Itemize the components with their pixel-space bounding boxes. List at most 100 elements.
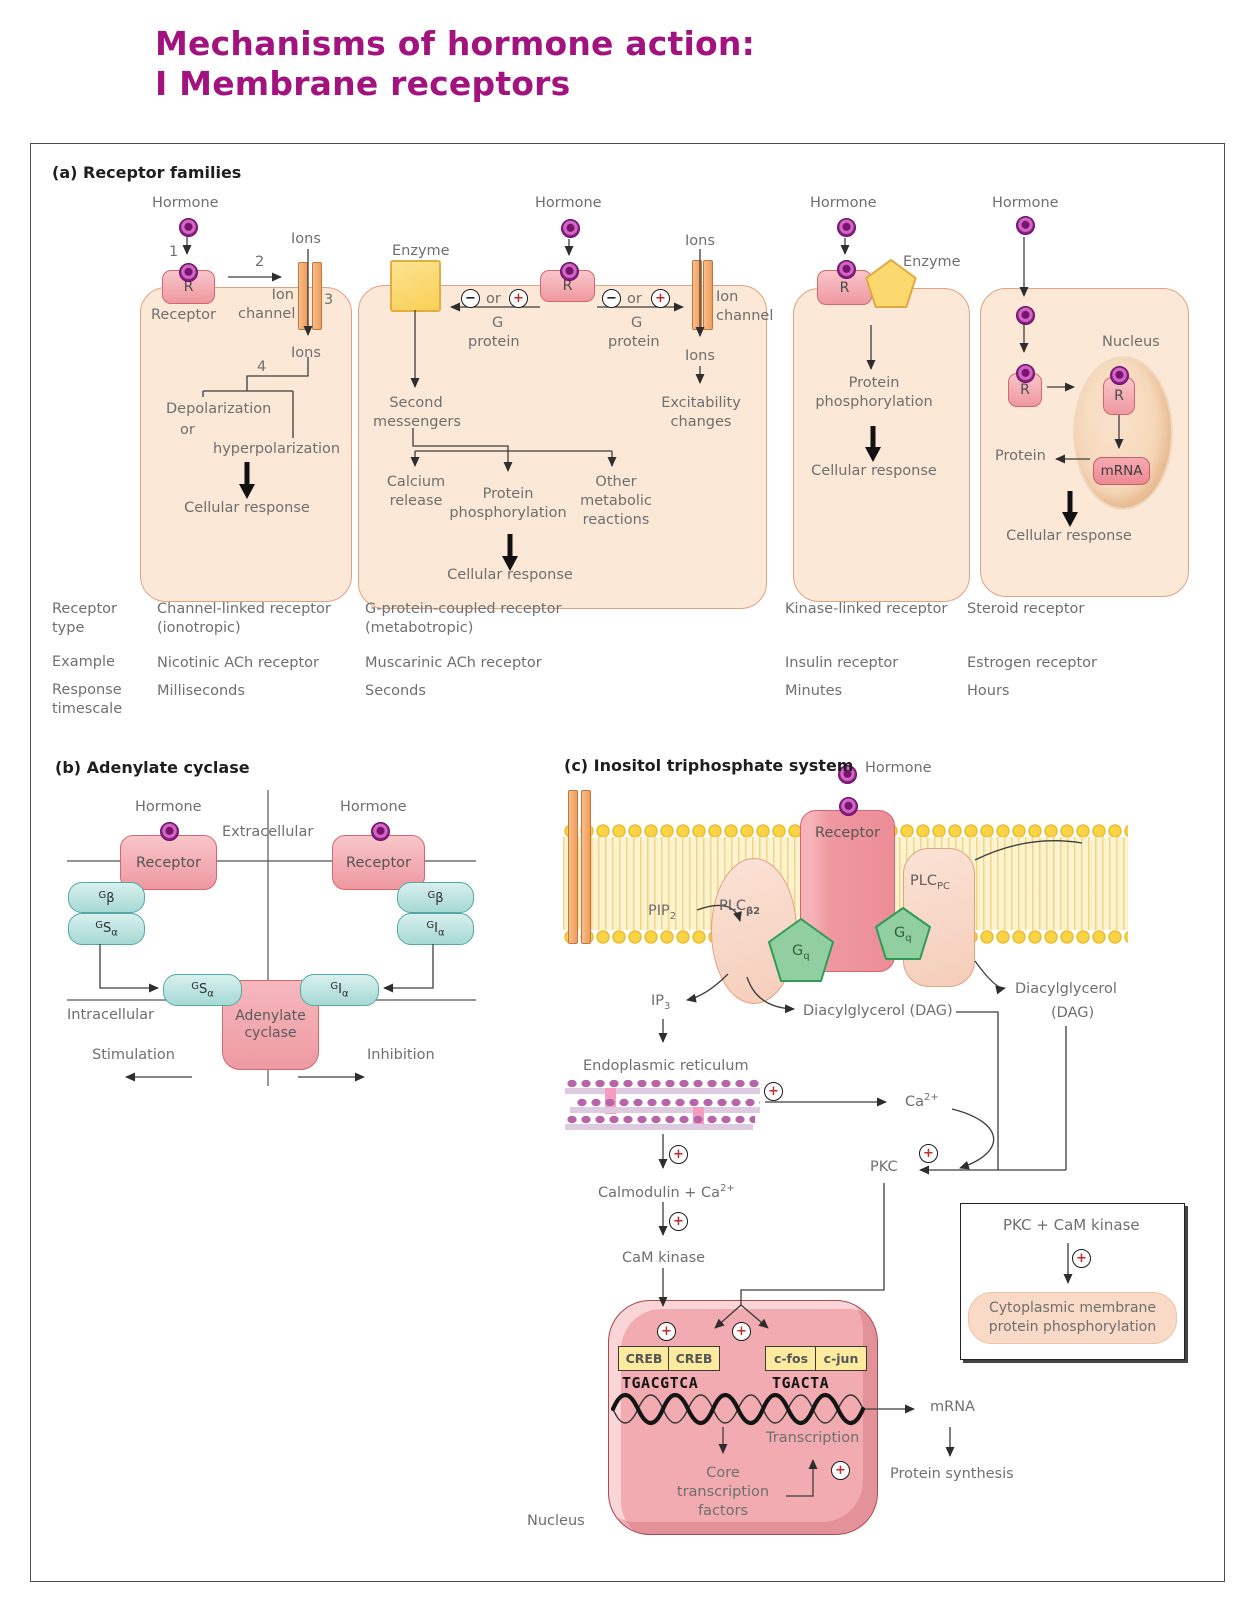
plc-pc-label: PLCPC — [910, 873, 950, 892]
panel-a-heading: (a) Receptor families — [52, 163, 242, 182]
stimulation-sign-icon: + — [919, 1144, 938, 1163]
ion-channel-bar — [581, 790, 591, 944]
hormone-ball-icon — [179, 263, 198, 282]
table-cell: Estrogen receptor — [967, 655, 1098, 671]
table-cell: Muscarinic ACh receptor — [365, 655, 542, 671]
cam-kinase-label: CaM kinase — [622, 1250, 706, 1266]
ions-label: Ions — [291, 231, 321, 247]
ion-channel-bar — [703, 260, 713, 330]
table-row-label: Receptor type — [52, 601, 117, 636]
stimulation-sign-icon: + — [657, 1322, 676, 1341]
panel-b-heading: (b) Adenylate cyclase — [55, 758, 250, 777]
table-cell: Milliseconds — [157, 683, 245, 699]
hormone-ball-icon — [179, 218, 198, 237]
cfos-box: c-fos — [765, 1346, 817, 1371]
or-label: or — [627, 291, 642, 307]
ions-label: Ions — [685, 233, 715, 249]
stimulation-sign-icon: + — [651, 289, 670, 308]
ion-channel-bar — [312, 262, 322, 330]
plc-beta2-enzyme — [711, 858, 797, 1004]
ion-channel-bar — [298, 262, 308, 330]
panel-c-heading: (c) Inositol triphosphate system — [564, 756, 854, 775]
inhibition-label: Inhibition — [367, 1047, 435, 1063]
calmodulin-label: Calmodulin + Ca2+ — [598, 1183, 735, 1201]
pkc-label: PKC — [870, 1159, 898, 1175]
stimulation-sign-icon: + — [669, 1212, 688, 1231]
protein-label: Protein — [995, 448, 1046, 464]
hormone-label: Hormone — [992, 195, 1059, 211]
hormone-label: Hormone — [810, 195, 877, 211]
cell-gpcr — [358, 285, 767, 609]
enzyme-square-icon — [390, 260, 441, 312]
mrna-label: mRNA — [930, 1399, 975, 1415]
extracellular-label: Extracellular — [222, 824, 314, 840]
stimulation-sign-icon: + — [669, 1145, 688, 1164]
table-cell: Seconds — [365, 683, 426, 699]
dag-label: Diacylglycerol — [1015, 981, 1117, 997]
hormone-label: Hormone — [340, 799, 407, 815]
mrna-pill: mRNA — [1093, 457, 1150, 485]
intracellular-label: Intracellular — [67, 1007, 155, 1023]
receptor-label: Receptor — [151, 307, 216, 323]
gq-label: Gq — [894, 925, 912, 944]
or-label: or — [180, 422, 195, 438]
step-number: 4 — [257, 359, 267, 375]
hyperpolarization-label: hyperpolarization — [213, 441, 341, 457]
table-cell: Channel-linked receptor(ionotropic) — [157, 601, 331, 636]
transcription-label: Transcription — [766, 1430, 860, 1446]
hormone-ball-icon — [560, 262, 579, 281]
hormone-label: Hormone — [865, 760, 932, 776]
ions-label: Ions — [685, 348, 715, 364]
stimulation-sign-icon: + — [1072, 1249, 1091, 1268]
table-cell: Hours — [967, 683, 1010, 699]
stimulation-sign-icon: + — [764, 1082, 783, 1101]
receptor-box-stimulatory: Receptor — [120, 835, 217, 890]
cell-kinase-linked — [793, 288, 970, 602]
dna-sequence-label: TGACTA — [772, 1374, 830, 1392]
g-beta-pill: Gβ — [68, 882, 145, 913]
hormone-ball-icon — [1016, 216, 1035, 235]
cellular-response-label: Cellular response — [447, 567, 573, 583]
inhibition-sign-icon: − — [461, 289, 480, 308]
g-protein-label: protein — [608, 334, 660, 350]
gs-alpha-pill: GSα — [68, 913, 145, 945]
receptor-box-c: Receptor — [800, 810, 895, 972]
g-protein-label: G — [631, 315, 643, 331]
depolarization-label: Depolarization — [166, 401, 272, 417]
dag-label: Diacylglycerol (DAG) — [803, 1003, 953, 1019]
table-cell: Minutes — [785, 683, 843, 699]
hormone-ball-icon — [837, 218, 856, 237]
receptor-box-1: R — [162, 270, 215, 304]
cell-channel-linked — [140, 287, 352, 602]
stimulation-sign-icon: + — [831, 1461, 850, 1480]
cjun-box: c-jun — [815, 1346, 867, 1371]
table-row-label: Example — [52, 654, 115, 670]
ion-channel-bar — [568, 790, 578, 944]
nucleus-label: Nucleus — [1102, 334, 1160, 350]
table-cell: Insulin receptor — [785, 655, 899, 671]
hormone-ball-icon — [561, 219, 580, 238]
hormone-ball-icon — [1016, 306, 1035, 325]
cellular-response-label: Cellular response — [811, 463, 937, 479]
dna-sequence-label: TGACGTCA — [622, 1374, 699, 1392]
hormone-ball-icon — [1110, 366, 1129, 385]
or-label: or — [486, 291, 501, 307]
creb-box: CREB — [618, 1346, 670, 1371]
g-beta-pill: Gβ — [397, 882, 474, 913]
plc-pc-enzyme — [903, 848, 975, 987]
enzyme-label: Enzyme — [392, 243, 450, 259]
enzyme-label: Enzyme — [903, 254, 961, 270]
creb-box: CREB — [668, 1346, 720, 1371]
hormone-label: Hormone — [152, 195, 219, 211]
endoplasmic-reticulum — [565, 1078, 760, 1133]
stimulation-label: Stimulation — [92, 1047, 175, 1063]
gi-alpha-pill: GIα — [397, 913, 474, 945]
hormone-ball-icon — [371, 822, 390, 841]
